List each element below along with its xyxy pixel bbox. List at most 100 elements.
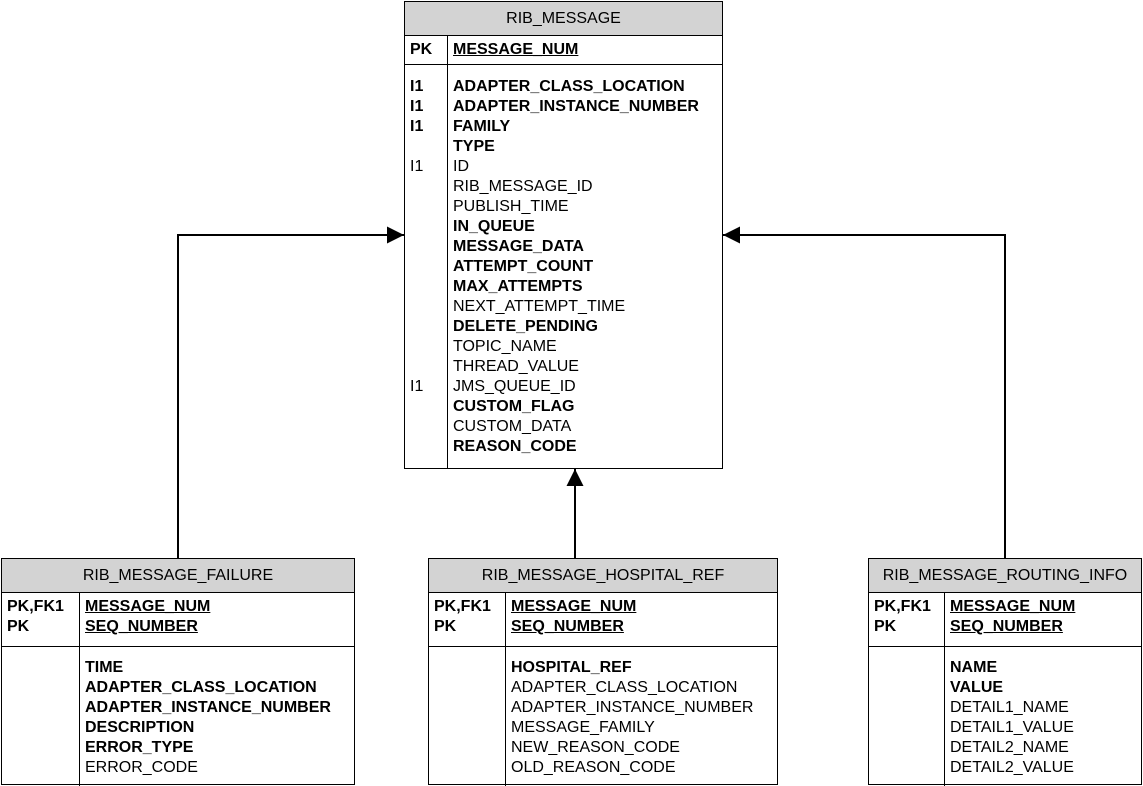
key-label: I1 xyxy=(410,378,424,395)
attribute-name: MESSAGE_DATA xyxy=(453,238,584,255)
entity-title: RIB_MESSAGE_FAILURE xyxy=(2,559,354,593)
attribute-rows: TIME ADAPTER_CLASS_LOCATION ADAPTER_INSTAN… xyxy=(2,658,354,778)
attribute-name: MESSAGE_NUM xyxy=(453,41,579,58)
attribute-name: FAMILY xyxy=(453,118,511,135)
attribute-row: DETAIL1_VALUE xyxy=(869,718,1141,738)
key-label: PK,FK1 xyxy=(874,598,931,615)
attribute-name: SEQ_NUMBER xyxy=(85,618,198,635)
attribute-row: ERROR_TYPE xyxy=(2,738,354,758)
attribute-row: ADAPTER_INSTANCE_NUMBER xyxy=(2,698,354,718)
key-label: PK xyxy=(7,618,30,635)
attribute-name: ERROR_TYPE xyxy=(85,739,194,756)
attribute-row: TOPIC_NAME xyxy=(405,337,722,357)
attribute-row: RIB_MESSAGE_ID xyxy=(405,177,722,197)
key-column xyxy=(869,647,945,786)
attribute-name: HOSPITAL_REF xyxy=(511,659,632,676)
attribute-name: IN_QUEUE xyxy=(453,218,535,235)
key-column xyxy=(2,647,80,786)
entity-title: RIB_MESSAGE xyxy=(405,2,722,36)
attribute-row: PUBLISH_TIME xyxy=(405,197,722,217)
pk-row: PK SEQ_NUMBER xyxy=(2,617,354,637)
attribute-row: NAME xyxy=(869,658,1141,678)
key-label: PK xyxy=(874,618,897,635)
attribute-name: REASON_CODE xyxy=(453,438,577,455)
attribute-name: CUSTOM_FLAG xyxy=(453,398,575,415)
attribute-row: NEW_REASON_CODE xyxy=(429,738,777,758)
attribute-name: VALUE xyxy=(950,679,1004,696)
key-column xyxy=(429,593,506,646)
attribute-row: DELETE_PENDING xyxy=(405,317,722,337)
attribute-row: TIME xyxy=(2,658,354,678)
attribute-row: CUSTOM_FLAG xyxy=(405,397,722,417)
key-column xyxy=(405,36,448,64)
attribute-name: TYPE xyxy=(453,138,495,155)
attribute-name: ATTEMPT_COUNT xyxy=(453,258,594,275)
attribute-row: REASON_CODE xyxy=(405,437,722,457)
attribute-name: NEW_REASON_CODE xyxy=(511,739,680,756)
attribute-row: THREAD_VALUE xyxy=(405,357,722,377)
key-label: I1 xyxy=(410,98,424,115)
attribute-name: PUBLISH_TIME xyxy=(453,198,569,215)
attribute-name: TOPIC_NAME xyxy=(453,338,557,355)
attribute-name: TIME xyxy=(85,659,124,676)
attribute-name: DETAIL1_NAME xyxy=(950,699,1069,716)
attribute-name: DELETE_PENDING xyxy=(453,318,598,335)
attribute-name: OLD_REASON_CODE xyxy=(511,759,676,776)
entity-title: RIB_MESSAGE_HOSPITAL_REF xyxy=(429,559,777,593)
attribute-name: DETAIL2_VALUE xyxy=(950,759,1074,776)
attribute-name: THREAD_VALUE xyxy=(453,358,579,375)
attribute-row: VALUE xyxy=(869,678,1141,698)
attribute-name: ADAPTER_CLASS_LOCATION xyxy=(511,679,738,696)
attribute-name: ADAPTER_CLASS_LOCATION xyxy=(453,78,685,95)
attribute-row: CUSTOM_DATA xyxy=(405,417,722,437)
attribute-row: IN_QUEUE xyxy=(405,217,722,237)
attribute-name: MAX_ATTEMPTS xyxy=(453,278,583,295)
attribute-name: RIB_MESSAGE_ID xyxy=(453,178,593,195)
key-label: I1 xyxy=(410,78,424,95)
attribute-row: DETAIL2_VALUE xyxy=(869,758,1141,778)
attribute-row: ADAPTER_CLASS_LOCATION xyxy=(2,678,354,698)
key-column xyxy=(869,593,945,646)
attribute-row: MESSAGE_DATA xyxy=(405,237,722,257)
attribute-name: MESSAGE_FAMILY xyxy=(511,719,655,736)
pk-row: PK SEQ_NUMBER xyxy=(429,617,777,637)
attribute-name: MESSAGE_NUM xyxy=(85,598,211,615)
key-column xyxy=(429,647,506,786)
attribute-name: ERROR_CODE xyxy=(85,759,198,776)
attribute-row: HOSPITAL_REF xyxy=(429,658,777,678)
attribute-name: NEXT_ATTEMPT_TIME xyxy=(453,298,626,315)
attribute-row: I1 ADAPTER_CLASS_LOCATION xyxy=(405,77,722,97)
attribute-row: OLD_REASON_CODE xyxy=(429,758,777,778)
entity-title: RIB_MESSAGE_ROUTING_INFO xyxy=(869,559,1141,593)
attribute-name: ADAPTER_CLASS_LOCATION xyxy=(85,679,317,696)
attribute-name: SEQ_NUMBER xyxy=(511,618,624,635)
attribute-row: I1 FAMILY xyxy=(405,117,722,137)
key-column xyxy=(405,65,448,469)
key-label: I1 xyxy=(410,118,424,135)
attribute-row: NEXT_ATTEMPT_TIME xyxy=(405,297,722,317)
key-label: PK xyxy=(434,618,457,635)
